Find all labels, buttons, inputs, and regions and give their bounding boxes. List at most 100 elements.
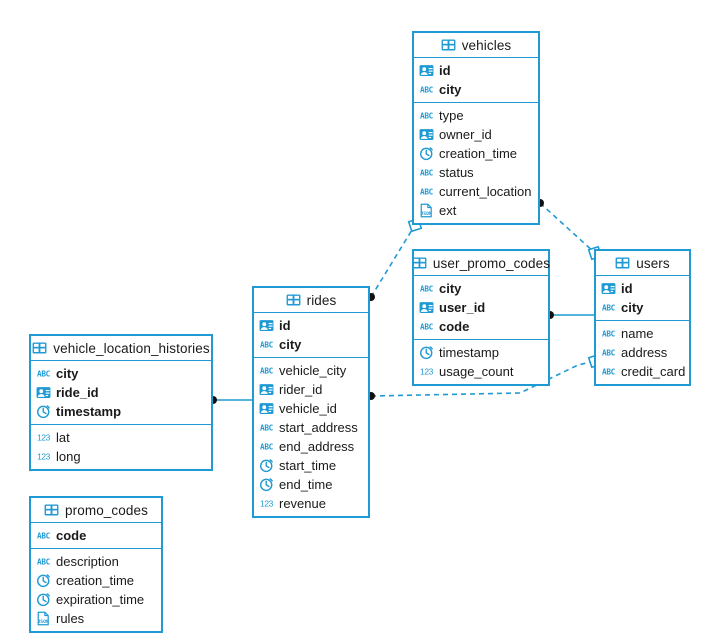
json-file-icon: JSON <box>420 203 432 218</box>
abc-string-icon: ABC <box>37 532 51 541</box>
svg-text:ABC: ABC <box>37 558 51 567</box>
svg-text:ABC: ABC <box>420 169 434 178</box>
column-row[interactable]: timestamp <box>414 343 548 362</box>
column-row[interactable]: timestamp <box>31 402 211 421</box>
relationship-line <box>370 224 416 298</box>
table-header[interactable]: rides <box>254 288 368 313</box>
table-title: rides <box>306 292 337 308</box>
clock-icon <box>419 147 433 161</box>
column-row[interactable]: id <box>254 316 368 335</box>
column-row[interactable]: creation_time <box>414 144 538 163</box>
svg-text:JSON: JSON <box>420 211 431 217</box>
clock-icon <box>36 593 50 607</box>
column-name: id <box>279 318 291 333</box>
svg-text:ABC: ABC <box>420 86 434 95</box>
id-card-icon <box>259 403 274 414</box>
table-header[interactable]: vehicles <box>414 33 538 58</box>
123-number-icon: 123 <box>37 452 51 462</box>
relationship-user_promo_codes-to-users[interactable] <box>546 311 594 319</box>
table-grid-icon <box>286 294 301 306</box>
column-row[interactable]: user_id <box>414 298 548 317</box>
abc-string-icon: ABC <box>260 424 274 433</box>
table-header[interactable]: user_promo_codes <box>412 251 550 276</box>
column-row[interactable]: end_time <box>254 475 368 494</box>
abc-string-icon: ABC <box>420 188 434 197</box>
column-row[interactable]: creation_time <box>31 571 161 590</box>
svg-text:ABC: ABC <box>420 188 434 197</box>
column-row[interactable]: ride_id <box>31 383 211 402</box>
column-row[interactable]: JSON ext <box>414 201 538 220</box>
svg-text:ABC: ABC <box>260 443 274 452</box>
id-card-icon <box>259 320 274 331</box>
svg-text:ABC: ABC <box>260 424 274 433</box>
column-row[interactable]: ABC city <box>414 80 538 99</box>
table-title: promo_codes <box>65 502 148 518</box>
svg-text:123: 123 <box>37 433 51 443</box>
table-header[interactable]: users <box>596 251 689 276</box>
abc-string-icon: ABC <box>602 349 616 358</box>
column-name: creation_time <box>439 146 518 161</box>
column-name: city <box>439 82 462 97</box>
column-name: expiration_time <box>56 592 145 607</box>
svg-text:ABC: ABC <box>602 368 616 377</box>
svg-text:JSON: JSON <box>37 619 48 625</box>
column-name: city <box>279 337 302 352</box>
id-card-icon <box>419 65 434 76</box>
table-title: vehicle_location_histories <box>53 340 210 356</box>
table-header[interactable]: vehicle_location_histories <box>31 336 211 361</box>
svg-text:123: 123 <box>260 499 274 509</box>
svg-text:ABC: ABC <box>602 349 616 358</box>
column-row[interactable]: id <box>414 61 538 80</box>
abc-string-icon: ABC <box>420 285 434 294</box>
column-row[interactable]: start_time <box>254 456 368 475</box>
json-file-icon: JSON <box>37 611 49 626</box>
column-row[interactable]: ABC city <box>254 335 368 354</box>
column-row[interactable]: expiration_time <box>31 590 161 609</box>
relationship-vehicle_location_histories-to-rides[interactable] <box>209 396 252 404</box>
column-name: city <box>56 366 79 381</box>
column-row[interactable]: rider_id <box>254 380 368 399</box>
table-header[interactable]: promo_codes <box>31 498 161 523</box>
column-name: owner_id <box>439 127 492 142</box>
column-name: creation_time <box>56 573 135 588</box>
column-row[interactable]: owner_id <box>414 125 538 144</box>
123-number-icon: 123 <box>420 367 434 377</box>
column-name: ext <box>439 203 457 218</box>
column-row[interactable]: id <box>596 279 689 298</box>
abc-string-icon: ABC <box>260 443 274 452</box>
123-number-icon: 123 <box>260 499 274 509</box>
column-row[interactable]: vehicle_id <box>254 399 368 418</box>
svg-text:ABC: ABC <box>260 341 274 350</box>
